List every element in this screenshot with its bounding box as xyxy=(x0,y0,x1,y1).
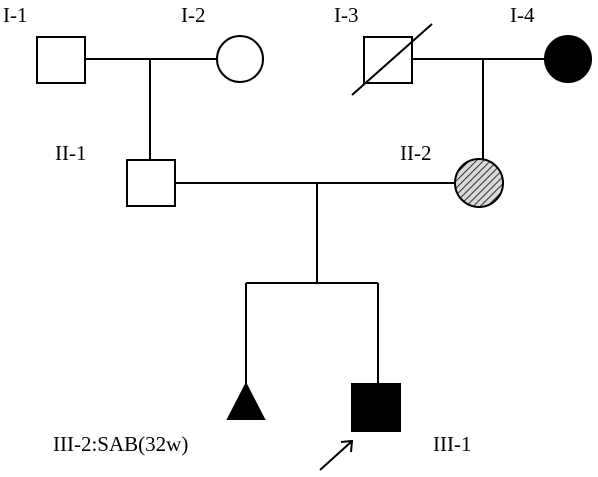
label-i1: I-1 xyxy=(3,3,28,27)
proband-arrow-shaft xyxy=(319,441,352,471)
label-i2: I-2 xyxy=(181,3,206,27)
individual-iii1-male-affected xyxy=(351,383,401,432)
individual-i2-female-unaffected xyxy=(216,35,264,83)
label-iii1: III-1 xyxy=(433,432,471,456)
label-ii1: II-1 xyxy=(55,141,86,165)
individual-ii1-male-unaffected xyxy=(126,159,176,207)
label-i3: I-3 xyxy=(334,3,359,27)
label-i4: I-4 xyxy=(510,3,535,27)
individual-ii2-female-carrier xyxy=(454,158,504,208)
label-iii2: III-2:SAB(32w) xyxy=(53,432,188,456)
individual-i4-female-affected xyxy=(544,35,592,83)
deceased-slash-i3 xyxy=(351,23,433,96)
individual-iii2-pregnancy-loss xyxy=(226,381,266,420)
label-ii2: II-2 xyxy=(400,141,431,165)
individual-i1-male-unaffected xyxy=(36,36,86,84)
proband-arrow-icon xyxy=(340,439,354,453)
individual-i3-male-deceased xyxy=(363,36,413,84)
